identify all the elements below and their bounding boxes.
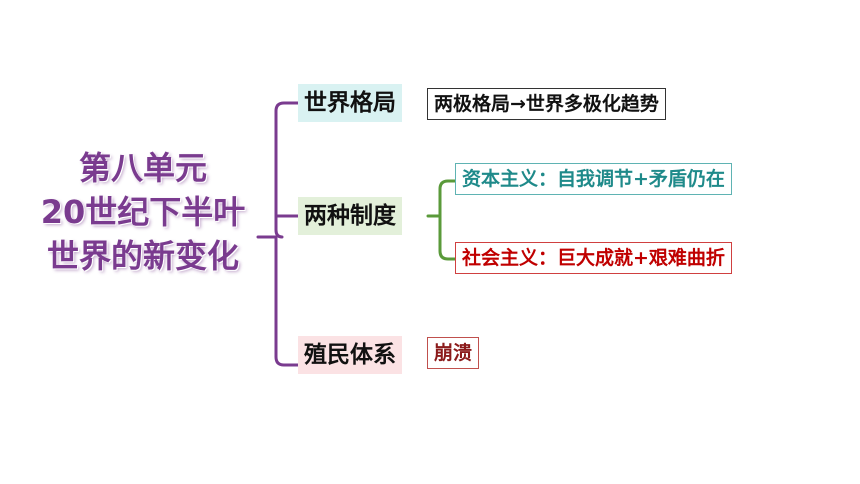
unit-title-line-3: 世界的新变化 bbox=[46, 237, 239, 275]
detail-socialism: 社会主义：巨大成就+艰难曲折 bbox=[455, 242, 732, 274]
branch-two-systems: 两种制度 bbox=[298, 197, 402, 235]
detail-world-pattern: 两极格局→世界多极化趋势 bbox=[427, 88, 666, 120]
detail-colonial-system: 崩溃 bbox=[427, 337, 480, 369]
unit-title-line-2: 20世纪下半叶 bbox=[40, 193, 246, 231]
branch-world-pattern: 世界格局 bbox=[298, 84, 402, 122]
sub-brace-connector bbox=[426, 179, 457, 261]
main-brace-connector bbox=[256, 101, 300, 367]
unit-title: 第八单元 20世纪下半叶 世界的新变化 bbox=[18, 146, 268, 278]
unit-title-line-1: 第八单元 bbox=[78, 149, 207, 187]
branch-colonial-system: 殖民体系 bbox=[298, 336, 402, 374]
detail-capitalism: 资本主义：自我调节+矛盾仍在 bbox=[455, 163, 732, 195]
